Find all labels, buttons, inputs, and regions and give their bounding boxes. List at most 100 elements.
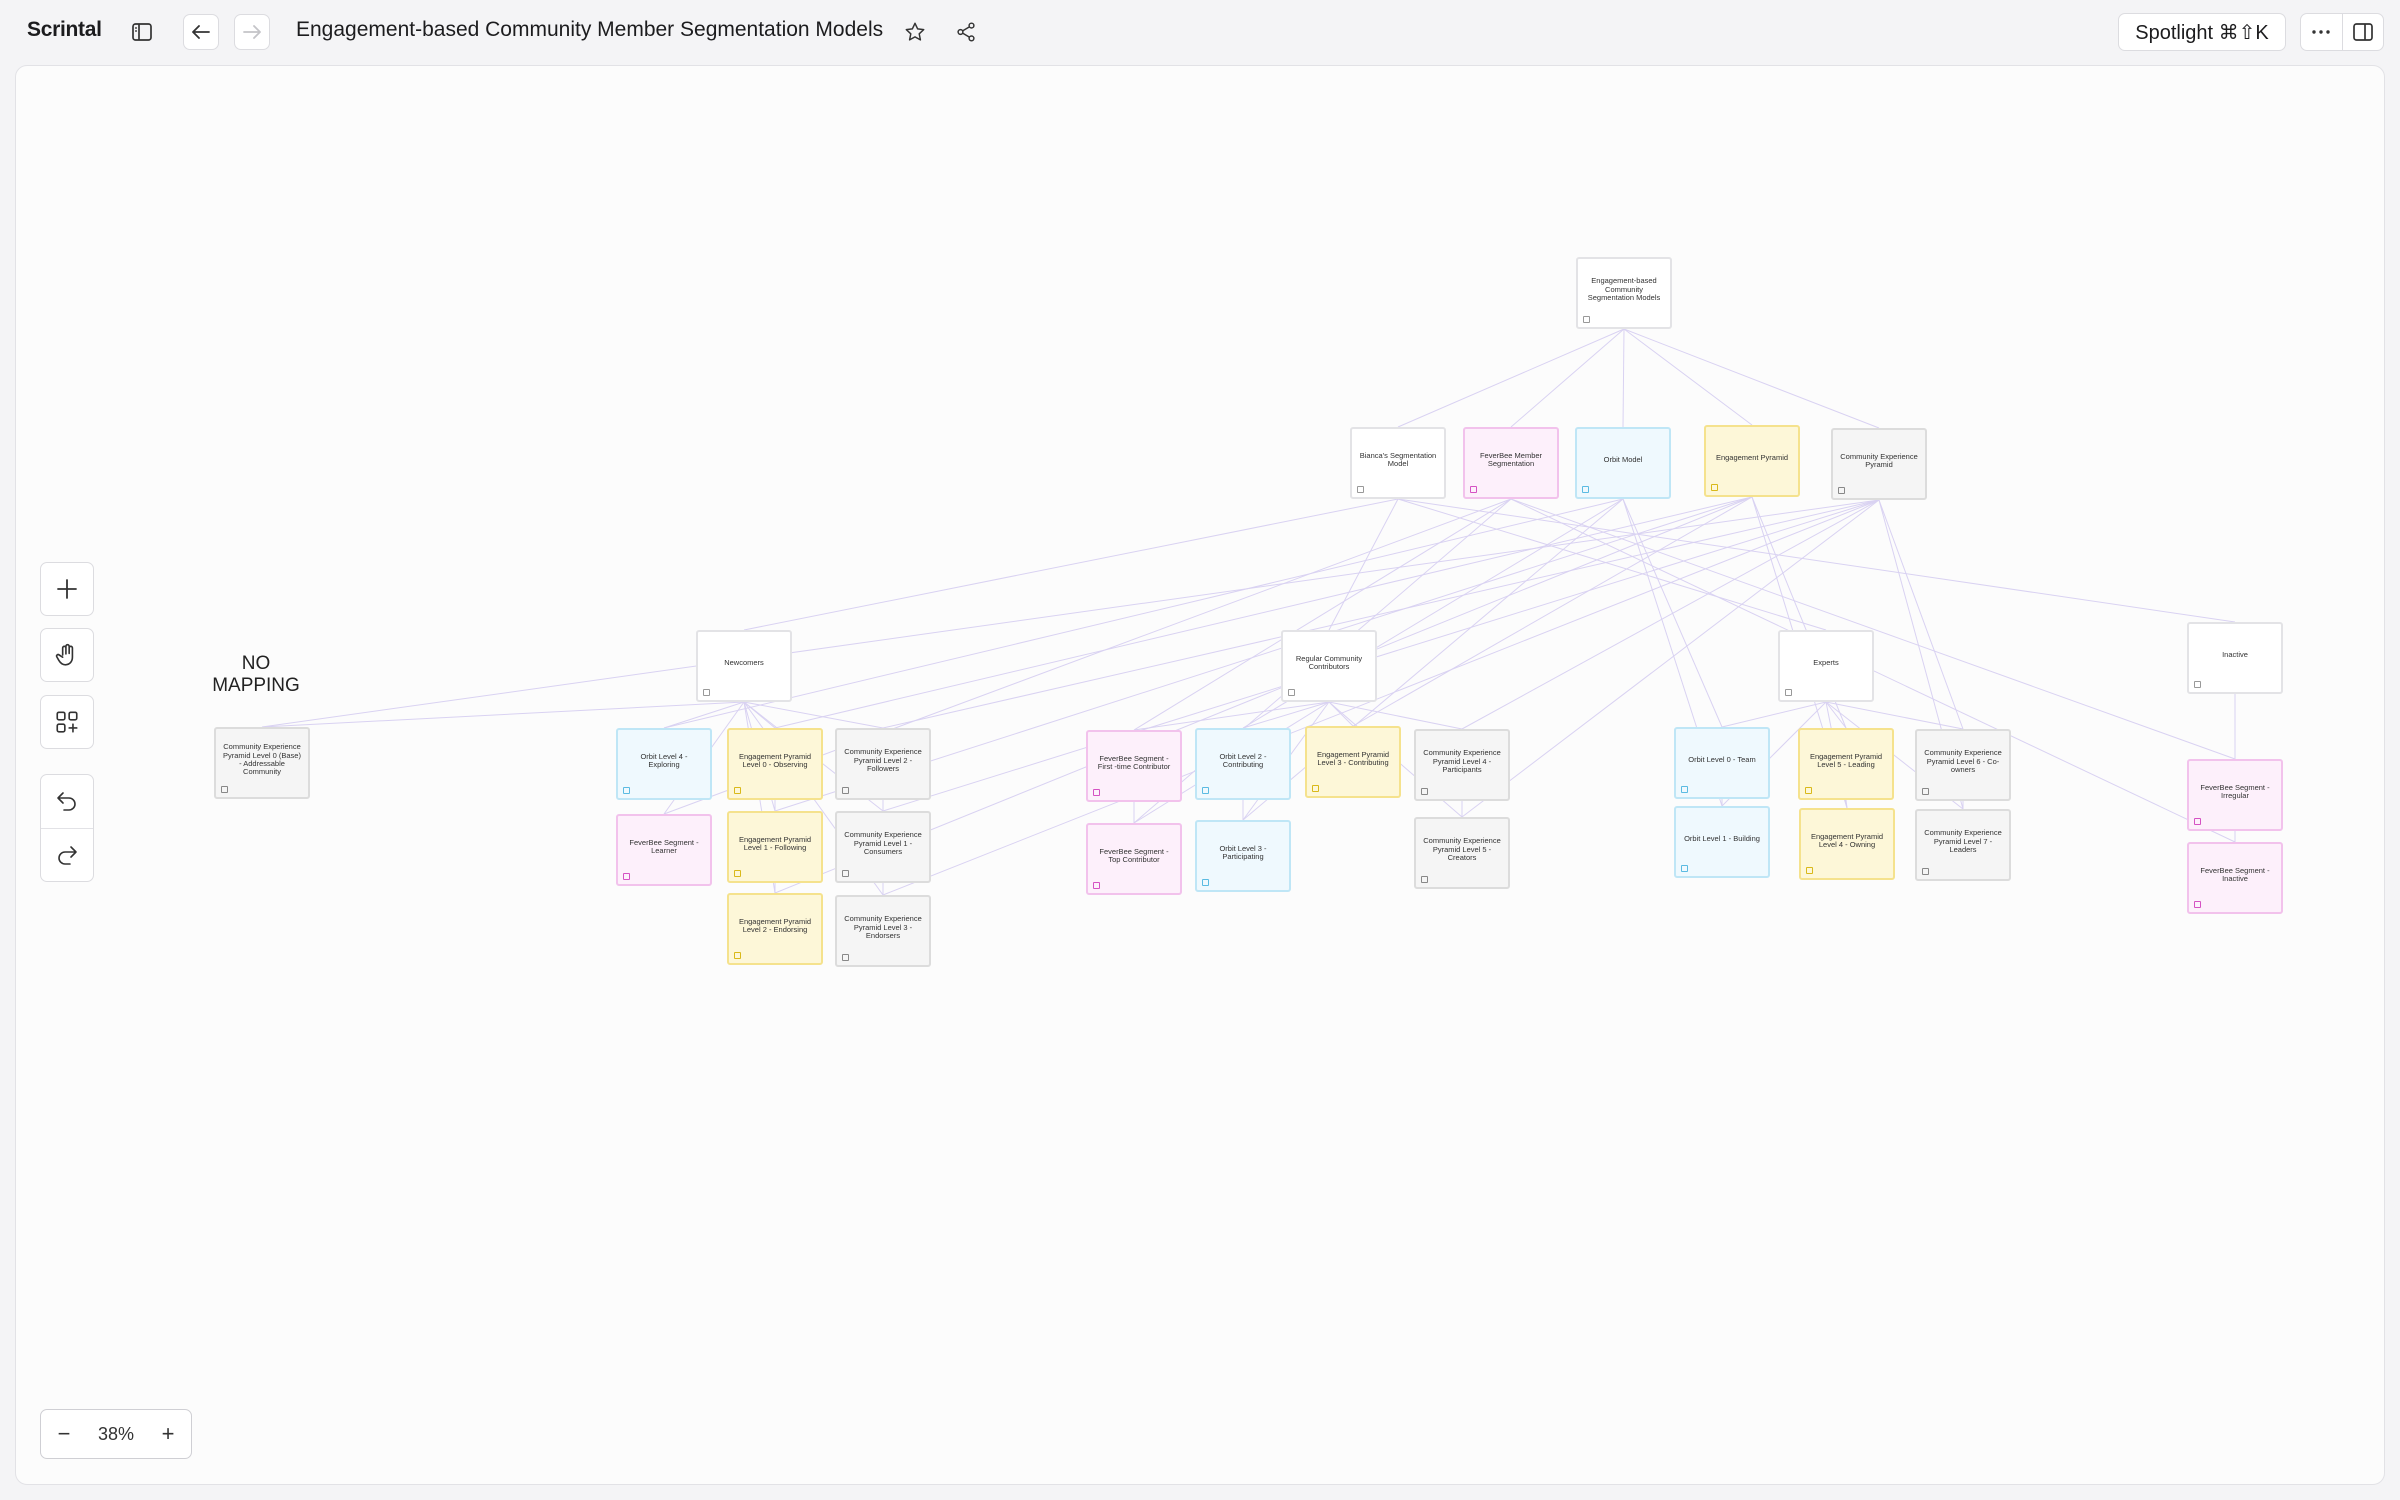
card-cx1[interactable]: Community Experience Pyramid Level 1 - C… — [835, 811, 931, 883]
card-label: FeverBee Segment - Top Contributor — [1099, 846, 1169, 864]
hand-icon — [55, 643, 74, 666]
card-experts[interactable]: Experts — [1778, 630, 1874, 702]
card-ep2[interactable]: Engagement Pyramid Level 2 - Endorsing — [727, 893, 823, 965]
forward-button[interactable] — [234, 14, 270, 50]
card-type-icon — [734, 952, 741, 959]
connection-line — [882, 499, 1880, 896]
card-feverbee[interactable]: FeverBee Member Segmentation — [1463, 427, 1559, 499]
connection-line — [1133, 701, 1330, 731]
share-icon[interactable] — [950, 16, 982, 48]
card-ep0[interactable]: Engagement Pyramid Level 0 - Observing — [727, 728, 823, 800]
spotlight-button[interactable]: Spotlight ⌘⇧K — [2118, 13, 2286, 51]
card-label: Community Experience Pyramid Level 6 - C… — [1924, 748, 2002, 775]
card-label: Orbit Level 2 - Contributing — [1219, 751, 1267, 769]
connection-line — [1397, 498, 1827, 631]
board-canvas[interactable]: NO MAPPING Engagement-based Community Se… — [15, 65, 2385, 1485]
right-toolbar — [2300, 13, 2384, 51]
connection-line — [774, 496, 1753, 812]
card-label: Orbit Level 4 - Exploring — [640, 751, 688, 769]
card-fbTop[interactable]: FeverBee Segment - Top Contributor — [1086, 823, 1182, 895]
card-type-icon — [1357, 486, 1364, 493]
card-ep5[interactable]: Engagement Pyramid Level 5 - Leading — [1798, 728, 1894, 800]
connection-line — [1721, 701, 1827, 728]
card-type-icon — [2194, 681, 2201, 688]
card-fbInactive[interactable]: FeverBee Segment - Inactive — [2187, 842, 2283, 914]
undo-icon — [57, 792, 76, 812]
card-cx7[interactable]: Community Experience Pyramid Level 7 - L… — [1915, 809, 2011, 881]
card-orbit4[interactable]: Orbit Level 4 - Exploring — [616, 728, 712, 800]
card-type-icon — [1202, 787, 1209, 794]
card-orbit2[interactable]: Orbit Level 2 - Contributing — [1195, 728, 1291, 800]
card-type-icon — [1312, 785, 1319, 792]
add-block-icon — [56, 711, 78, 733]
card-newcomers[interactable]: Newcomers — [696, 630, 792, 702]
connection-line — [1461, 499, 1880, 730]
zoom-in-button[interactable]: + — [161, 1421, 175, 1446]
card-orbit0[interactable]: Orbit Level 0 - Team — [1674, 727, 1770, 799]
undo-button[interactable] — [41, 775, 93, 829]
top-bar: Scrintal Engagement-based Community Memb… — [0, 0, 2400, 64]
card-orbit3[interactable]: Orbit Level 3 - Participating — [1195, 820, 1291, 892]
right-panel-toggle-icon[interactable] — [2341, 14, 2384, 50]
pan-tool-button[interactable] — [40, 628, 94, 682]
app-logo[interactable]: Scrintal — [27, 18, 102, 41]
connection-line — [1623, 328, 1880, 429]
connection-line — [774, 496, 1753, 729]
card-label: Orbit Level 0 - Team — [1688, 754, 1756, 764]
more-options-icon[interactable] — [2301, 14, 2342, 50]
zoom-out-button[interactable]: − — [57, 1421, 71, 1446]
connection-line — [882, 499, 1880, 729]
card-orbit[interactable]: Orbit Model — [1575, 427, 1671, 499]
connection-line — [1510, 498, 2236, 760]
add-block-button[interactable] — [40, 695, 94, 749]
card-ep3[interactable]: Engagement Pyramid Level 3 - Contributin… — [1305, 726, 1401, 798]
back-button[interactable] — [183, 14, 219, 50]
card-ep4[interactable]: Engagement Pyramid Level 4 - Owning — [1799, 808, 1895, 880]
card-bianca[interactable]: Bianca's Segmentation Model — [1350, 427, 1446, 499]
card-fbFirst[interactable]: FeverBee Segment - First -time Contribut… — [1086, 730, 1182, 802]
card-root[interactable]: Engagement-based Community Segmentation … — [1576, 257, 1672, 329]
card-cx6[interactable]: Community Experience Pyramid Level 6 - C… — [1915, 729, 2011, 801]
redo-button[interactable] — [41, 829, 93, 882]
card-engpyr[interactable]: Engagement Pyramid — [1704, 425, 1800, 497]
card-orbit1[interactable]: Orbit Level 1 - Building — [1674, 806, 1770, 878]
card-type-icon — [1922, 868, 1929, 875]
sidebar-toggle-icon[interactable] — [126, 16, 158, 48]
star-icon[interactable] — [899, 16, 931, 48]
document-title[interactable]: Engagement-based Community Member Segmen… — [296, 18, 884, 41]
connection-line — [1461, 499, 1880, 818]
card-type-icon — [2194, 818, 2201, 825]
card-type-icon — [221, 786, 228, 793]
card-cx0[interactable]: Community Experience Pyramid Level 0 (Ba… — [214, 727, 310, 799]
add-card-button[interactable] — [40, 562, 94, 616]
card-cx5[interactable]: Community Experience Pyramid Level 5 - C… — [1414, 817, 1510, 889]
connection-line — [1845, 799, 1848, 809]
card-cx4[interactable]: Community Experience Pyramid Level 4 - P… — [1414, 729, 1510, 801]
card-fbLearner[interactable]: FeverBee Segment - Learner — [616, 814, 712, 886]
connection-line — [1397, 498, 2236, 623]
connection-line — [1825, 701, 1847, 729]
card-label: Community Experience Pyramid Level 0 (Ba… — [223, 742, 301, 777]
card-label: FeverBee Segment - Learner — [629, 837, 699, 855]
card-type-icon — [734, 787, 741, 794]
card-label: Engagement Pyramid Level 4 - Owning — [1810, 831, 1884, 849]
card-type-icon — [1681, 786, 1688, 793]
card-label: Engagement-based Community Segmentation … — [1587, 276, 1661, 303]
card-inactive[interactable]: Inactive — [2187, 622, 2283, 694]
card-fbIrregular[interactable]: FeverBee Segment - Irregular — [2187, 759, 2283, 831]
arrow-right-icon — [243, 25, 261, 39]
card-label: FeverBee Segment - First -time Contribut… — [1097, 753, 1171, 771]
card-cxpyr[interactable]: Community Experience Pyramid — [1831, 428, 1927, 500]
card-label: Community Experience Pyramid Level 2 - F… — [844, 747, 922, 774]
card-cx3[interactable]: Community Experience Pyramid Level 3 - E… — [835, 895, 931, 967]
card-cx2[interactable]: Community Experience Pyramid Level 2 - F… — [835, 728, 931, 800]
card-label: Community Experience Pyramid Level 7 - L… — [1924, 828, 2002, 855]
card-type-icon — [1806, 867, 1813, 874]
connection-line — [1397, 328, 1625, 428]
card-ep1[interactable]: Engagement Pyramid Level 1 - Following — [727, 811, 823, 883]
card-label: Experts — [1813, 657, 1839, 667]
card-type-icon — [1093, 882, 1100, 889]
card-type-icon — [1582, 486, 1589, 493]
card-regular[interactable]: Regular Community Contributors — [1281, 630, 1377, 702]
card-label: Community Experience Pyramid Level 5 - C… — [1423, 836, 1501, 863]
